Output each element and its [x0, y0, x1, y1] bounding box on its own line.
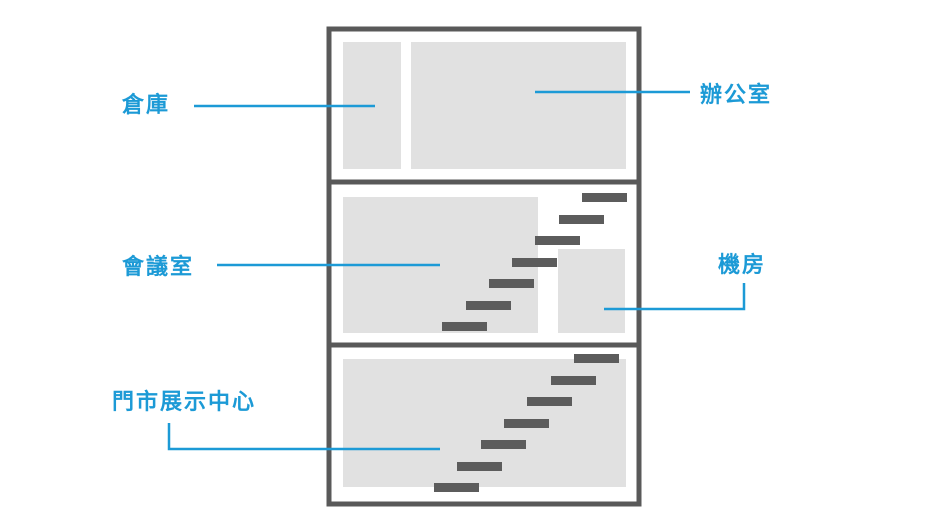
leader-line-showroom: [167, 423, 440, 451]
label-server-room: 機房: [718, 253, 767, 278]
room-office: [411, 42, 626, 169]
stair-step: [574, 354, 619, 363]
label-office: 辦公室: [700, 83, 773, 108]
stair-step: [466, 301, 511, 310]
stair-step: [504, 419, 549, 428]
stair-step: [559, 215, 604, 224]
stair-step: [551, 376, 596, 385]
stair-step: [442, 322, 487, 331]
stair-step: [489, 279, 534, 288]
stairs-middle-floor: [442, 193, 627, 331]
stair-step: [527, 397, 572, 406]
stair-step: [582, 193, 627, 202]
stair-step: [535, 236, 580, 245]
stair-step: [434, 483, 479, 492]
label-warehouse: 倉庫: [122, 93, 171, 118]
stair-step: [512, 258, 557, 267]
label-meeting-room: 會議室: [122, 255, 195, 280]
stair-step: [481, 440, 526, 449]
stair-step: [457, 462, 502, 471]
leader-line-server: [604, 283, 746, 311]
room-server: [558, 249, 625, 333]
label-showroom: 門市展示中心: [112, 390, 257, 415]
stairs-bottom-floor: [434, 354, 619, 492]
